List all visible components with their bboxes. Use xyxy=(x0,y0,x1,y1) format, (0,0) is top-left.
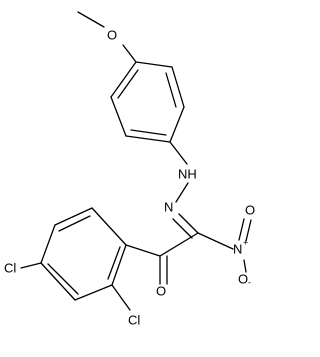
chlorine-para-label: Cl xyxy=(4,260,16,275)
molecule-structure: O NH N N + O O - O Cl Cl xyxy=(4,11,255,327)
bond-ring1-f xyxy=(135,61,173,68)
bond-ring2-inner-1 xyxy=(58,215,91,232)
bond-ring2-inner-2 xyxy=(47,263,79,295)
bond-ring2-f xyxy=(111,244,127,286)
ketone-oxygen-label: O xyxy=(156,283,166,298)
bond-ring2-a xyxy=(91,207,127,246)
bond-ring1-d xyxy=(169,106,185,143)
bond-ring2-c xyxy=(40,224,56,264)
bond-ring2-e xyxy=(74,284,113,301)
bond-nitro-o-top-2 xyxy=(238,218,245,241)
bond-ring1-e xyxy=(171,66,185,108)
bond-ring1-inner-3 xyxy=(165,72,177,108)
nh-label: NH xyxy=(178,166,197,181)
bond-nh-n xyxy=(175,182,189,203)
bond-n-c-double-2 xyxy=(172,218,193,239)
bond-nitro-o-top-1 xyxy=(245,219,252,242)
bond-ring1-c xyxy=(125,135,171,143)
bond-ring1-inner-1 xyxy=(117,69,139,99)
bond-ring1-b xyxy=(110,96,127,137)
bond-aryl-cl-para xyxy=(20,262,42,269)
bond-ring1-a xyxy=(110,61,137,98)
bond-c-nitro xyxy=(197,232,234,250)
bond-methyl-o xyxy=(77,11,105,28)
bond-n-c-double-1 xyxy=(178,213,199,234)
nitro-oxygen-bottom-charge: - xyxy=(248,277,251,287)
nitro-oxygen-top-label: O xyxy=(245,202,255,217)
bond-aryl-cl-ortho xyxy=(111,284,131,311)
bond-nitro-o-bottom xyxy=(243,259,247,273)
bond-c-carbonyl xyxy=(159,232,199,257)
hydrazone-nitrogen-label: N xyxy=(164,199,173,214)
nitro-nitrogen-label: N xyxy=(233,241,242,256)
methoxy-oxygen-label: O xyxy=(107,27,117,42)
bond-ring1-inner-2 xyxy=(130,129,167,136)
bond-aryl-nh xyxy=(169,141,188,165)
bond-o-aryl xyxy=(122,44,137,63)
bond-ring2-inner-3 xyxy=(107,246,121,280)
bond-ring2-d xyxy=(40,262,76,301)
bond-carbonyl-aryl xyxy=(125,244,161,257)
chlorine-ortho-label: Cl xyxy=(128,312,140,327)
bond-ring2-b xyxy=(54,207,93,226)
nitro-oxygen-bottom-label: O xyxy=(238,271,248,286)
nitro-nitrogen-charge: + xyxy=(243,237,248,247)
